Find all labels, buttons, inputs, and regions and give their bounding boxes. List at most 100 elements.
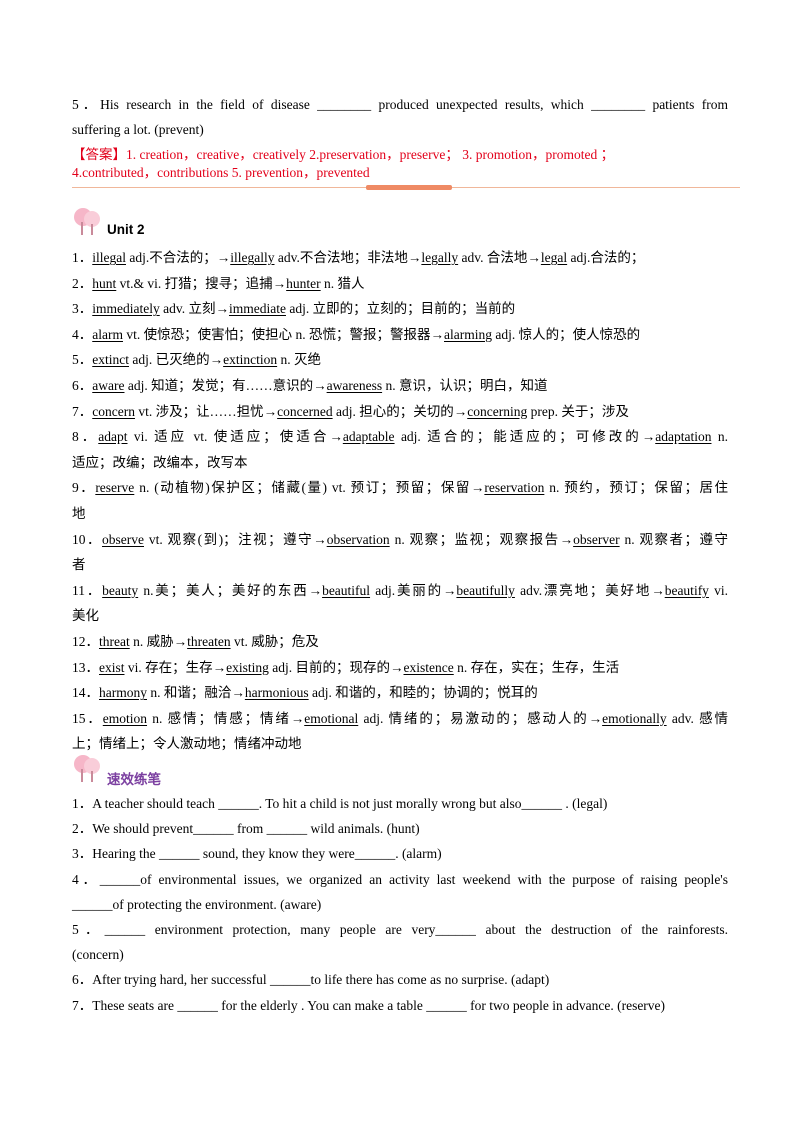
vocab-word: awareness xyxy=(326,378,383,393)
vocab-definition: adj. 目前的；现存的→ xyxy=(268,659,404,675)
vocab-word: extinct xyxy=(92,352,129,368)
vocab-continuation: 上；情绪上；令人激动地；情绪冲动地 xyxy=(72,736,302,752)
unit-title: Unit 2 xyxy=(107,222,145,237)
vocab-word: emotional xyxy=(304,710,359,726)
vocab-item: 13．exist vi. 存在；生存→existing adj. 目前的；现存的… xyxy=(72,658,728,678)
vocab-definition: vt. 涉及；让……担忧→ xyxy=(134,403,278,419)
vocab-definition: adv.漂亮地；美好地→ xyxy=(514,582,665,598)
vocab-number: 12． xyxy=(72,634,99,649)
vocab-definition: adj. 已灭绝的→ xyxy=(129,352,224,368)
vocab-definition: adv.不合法地；非法地→ xyxy=(274,250,422,265)
vocab-word: concerning xyxy=(467,403,528,419)
vocab-word: illegal xyxy=(92,250,126,265)
vocab-definition: adj.不合法的；→ xyxy=(126,250,231,265)
practice-question: 6．After trying hard, her successful ____… xyxy=(72,972,550,988)
vocab-definition: adj. 担心的；关切的→ xyxy=(332,403,468,419)
vocab-definition: n. 灭绝 xyxy=(277,352,322,368)
vocab-definition: n. 威胁→ xyxy=(129,634,188,649)
vocab-word: observation xyxy=(326,531,390,547)
vocab-word: harmonious xyxy=(244,685,309,701)
vocab-definition: adj. 知道；发觉；有……意识的→ xyxy=(124,378,327,393)
practice-question: 5．______ environment protection, many pe… xyxy=(72,922,728,937)
vocab-word: beautiful xyxy=(322,582,371,598)
vocab-word: immediate xyxy=(228,301,286,317)
vocab-item: 11．beauty n.美；美人；美好的东西→beautiful adj.美丽的… xyxy=(72,581,728,601)
vocab-word: harmony xyxy=(99,685,147,701)
practice-question: 4．______of environmental issues, we orga… xyxy=(72,871,728,887)
vocab-word: observer xyxy=(573,531,620,547)
vocab-item: 5．extinct adj. 已灭绝的→extinction n. 灭绝 xyxy=(72,350,728,370)
vocab-definition: vt. 威胁；危及 xyxy=(230,634,319,649)
vocab-word: immediately xyxy=(92,301,160,317)
vocab-word: adapt xyxy=(98,429,128,445)
answer-line-1: 【答案】1. creation，creative，creatively 2.pr… xyxy=(72,147,615,162)
vocab-continuation: 适应；改编；改编本，改写本 xyxy=(72,454,248,470)
vocab-number: 6． xyxy=(72,378,93,393)
question-5-line-1: 5．His research in the field of disease _… xyxy=(72,97,728,112)
vocab-definition: adj.美丽的→ xyxy=(370,582,457,598)
vocab-word: reservation xyxy=(484,480,545,496)
vocab-word: existence xyxy=(403,659,454,675)
vocab-definition: n. 观察者；遵守 xyxy=(619,531,729,547)
vocab-definition: vt. 使惊恐；使害怕；使担心 n. 恐慌；警报；警报器→ xyxy=(122,326,444,342)
vocab-continuation: 地 xyxy=(72,506,86,521)
vocab-item: 9．reserve n. (动植物)保护区；储藏(量) vt. 预订；预留；保留… xyxy=(72,478,728,498)
vocab-definition: n. 意识，认识；明白，知道 xyxy=(382,378,548,393)
vocab-item: 12．threat n. 威胁→threaten vt. 威胁；危及 xyxy=(72,632,728,652)
vocab-definition: n. 和谐；融洽→ xyxy=(147,685,245,701)
practice-question: 3．Hearing the ______ sound, they know th… xyxy=(72,846,442,862)
vocab-continuation: 者 xyxy=(72,557,86,573)
vocab-item: 15．emotion n. 感情；情感；情绪→emotional adj. 情绪… xyxy=(72,709,728,729)
tree-icon xyxy=(74,208,100,235)
vocab-word: exist xyxy=(99,659,125,675)
vocab-word: concerned xyxy=(277,403,333,419)
vocab-word: emotionally xyxy=(602,710,667,726)
vocab-number: 8． xyxy=(72,429,99,445)
vocab-number: 3． xyxy=(72,301,93,317)
vocab-number: 9． xyxy=(72,480,96,496)
vocab-definition: n. xyxy=(711,429,728,445)
vocab-word: illegally xyxy=(230,250,275,265)
vocab-definition: adj. 立即的；立刻的；目前的；当前的 xyxy=(285,301,516,317)
vocab-item: 10．observe vt. 观察(到)；注视；遵守→observation n… xyxy=(72,530,728,550)
vocab-definition: vi. xyxy=(708,582,729,598)
vocab-item: 3．immediately adv. 立刻→immediate adj. 立即的… xyxy=(72,299,728,319)
vocab-definition: n. (动植物)保护区；储藏(量) vt. 预订；预留；保留→ xyxy=(134,480,485,496)
vocab-definition: n. 猎人 xyxy=(320,275,365,291)
vocab-word: beauty xyxy=(102,582,139,598)
vocab-number: 2． xyxy=(72,275,93,291)
divider-accent xyxy=(366,185,452,190)
vocab-number: 13． xyxy=(72,659,99,675)
practice-question: 7．These seats are ______ for the elderly… xyxy=(72,997,666,1013)
vocab-word: reserve xyxy=(95,480,135,496)
vocab-definition: adv. 合法地→ xyxy=(458,250,541,265)
practice-title: 速效练笔 xyxy=(107,772,161,787)
vocab-word: threaten xyxy=(187,634,231,649)
vocab-number: 5． xyxy=(72,352,93,368)
vocab-definition: n. 存在，实在；生存，生活 xyxy=(453,659,620,675)
vocab-number: 7． xyxy=(72,403,93,419)
practice-question: 1．A teacher should teach ______. To hit … xyxy=(72,796,608,811)
vocab-word: extinction xyxy=(223,352,278,368)
vocab-definition: n. 预约，预订；保留；居住 xyxy=(544,480,729,496)
vocab-word: adaptation xyxy=(655,429,712,445)
vocab-definition: adj.合法的； xyxy=(567,250,645,265)
vocab-number: 1． xyxy=(72,250,93,265)
vocab-word: hunter xyxy=(286,275,321,291)
vocab-word: concern xyxy=(92,403,135,419)
vocab-item: 8．adapt vi. 适应 vt. 使适应；使适合→adaptable adj… xyxy=(72,427,728,447)
vocab-definition: n. 感情；情感；情绪→ xyxy=(147,710,305,726)
vocab-word: threat xyxy=(99,634,130,649)
vocab-definition: adj. 惊人的；使人惊恐的 xyxy=(491,326,641,342)
vocab-word: beautify xyxy=(664,582,709,598)
practice-question-continuation: (concern) xyxy=(72,947,124,963)
vocab-definition: adj. 适合的；能适应的；可修改的→ xyxy=(394,429,656,445)
vocab-word: existing xyxy=(226,659,269,675)
vocab-word: alarming xyxy=(444,326,492,342)
vocab-number: 14． xyxy=(72,685,99,701)
vocab-continuation: 美化 xyxy=(72,608,99,624)
vocab-word: legal xyxy=(540,250,568,265)
practice-question: 2．We should prevent______ from ______ wi… xyxy=(72,821,420,837)
vocab-word: alarm xyxy=(92,326,123,342)
vocab-definition: n. 观察；监视；观察报告→ xyxy=(389,531,574,547)
